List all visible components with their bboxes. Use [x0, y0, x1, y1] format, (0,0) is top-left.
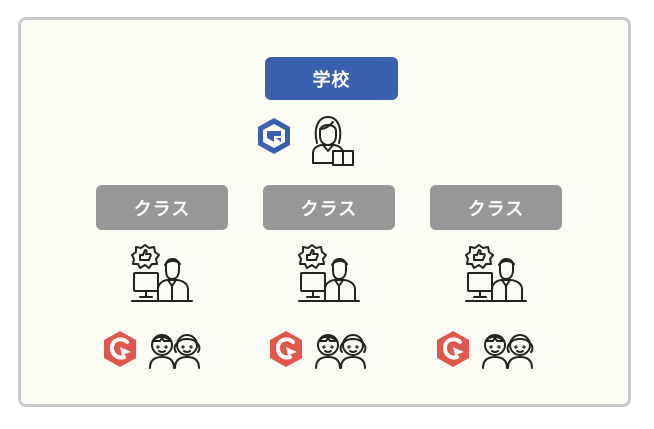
two-children-icon-2: [313, 332, 369, 374]
two-children-icon-1: [147, 332, 203, 374]
class-label-3: クラス: [430, 185, 562, 230]
red-hexagon-logo-icon-1: [102, 330, 138, 372]
red-hexagon-logo-icon-2: [268, 330, 304, 372]
teacher-icon-3: [465, 243, 528, 309]
school-label: 学校: [265, 57, 398, 100]
two-children-icon-3: [480, 332, 536, 374]
class-label-1: クラス: [96, 185, 228, 230]
teacher-icon-2: [298, 243, 361, 309]
woman-with-book-icon: [305, 113, 357, 171]
red-hexagon-logo-icon-3: [435, 330, 471, 372]
blue-hexagon-logo-icon: [254, 116, 294, 160]
teacher-icon-1: [131, 243, 194, 309]
class-label-2: クラス: [263, 185, 395, 230]
